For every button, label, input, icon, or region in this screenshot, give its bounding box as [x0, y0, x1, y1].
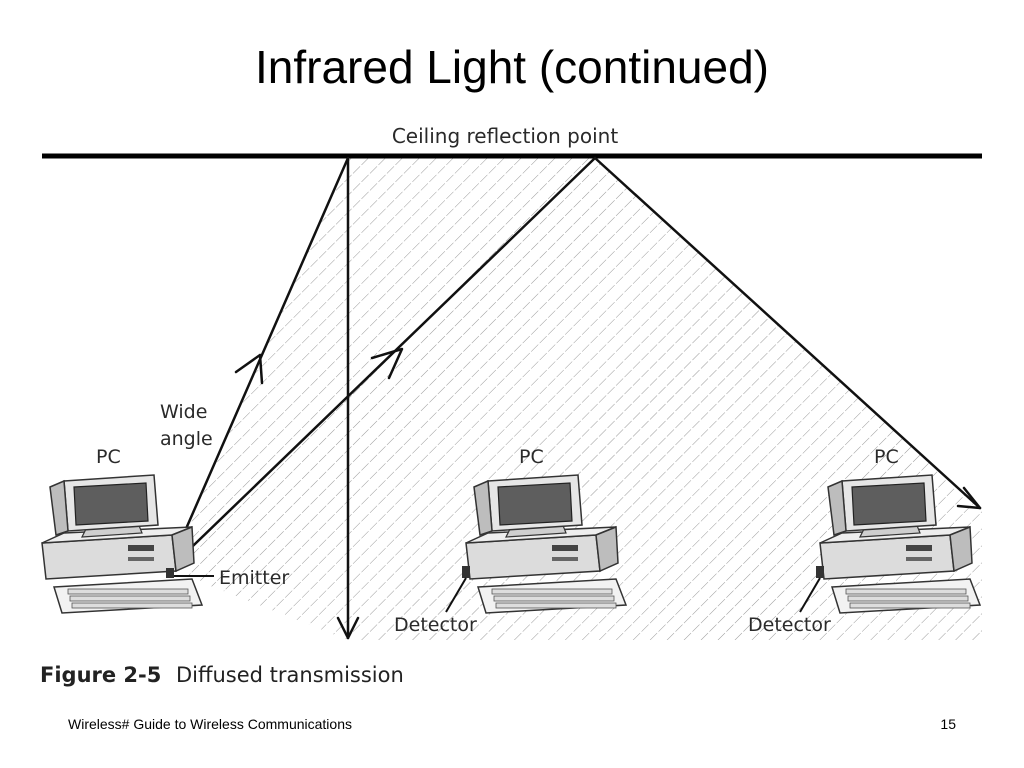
footer-page-number: 15	[940, 716, 956, 732]
figure-caption: Diffused transmission	[176, 663, 404, 687]
detector-label-2: Detector	[748, 614, 831, 636]
arrowhead-right	[956, 486, 982, 510]
ray-to-reflection-point	[166, 156, 597, 572]
pc-label-2: PC	[519, 446, 544, 468]
signal-region-left	[170, 158, 348, 640]
detector-device-2	[816, 566, 824, 578]
arrowhead-wide	[234, 353, 264, 385]
pc-emitter	[41, 474, 203, 614]
figure-number: Figure 2-5	[40, 663, 161, 687]
detector-device-1	[462, 566, 470, 578]
detector-label-1: Detector	[394, 614, 477, 636]
ceiling-label: Ceiling reflection point	[392, 124, 618, 148]
ray-wide-angle	[166, 156, 350, 572]
footer-course: Wireless# Guide to Wireless Communicatio…	[68, 716, 352, 732]
arrowhead-middle	[370, 347, 404, 380]
slide-title: Infrared Light (continued)	[255, 41, 769, 93]
emitter-device	[166, 568, 174, 578]
emitter-label: Emitter	[219, 567, 289, 589]
wide-angle-label: Wide angle	[160, 401, 213, 450]
ray-reflected-right	[593, 156, 982, 510]
pc-label-3: PC	[874, 446, 899, 468]
pc-label-1: PC	[96, 446, 121, 468]
arrowhead-down	[336, 616, 360, 640]
